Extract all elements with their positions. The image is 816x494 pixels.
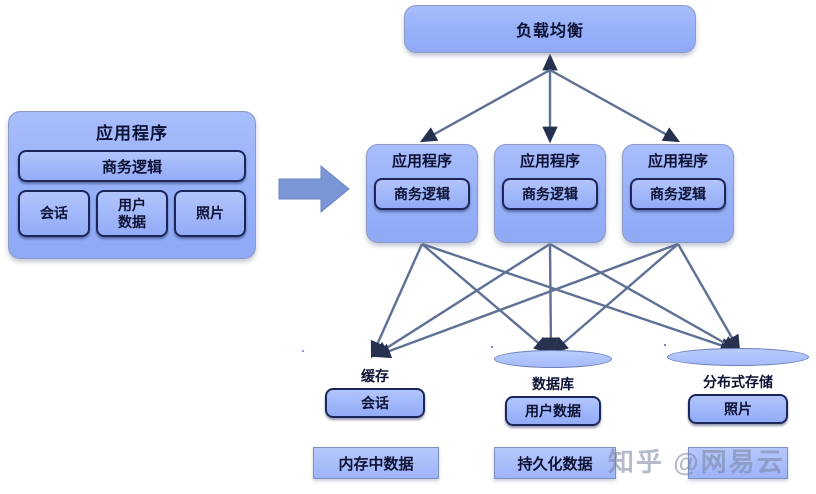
app-server-box-3: 应用程序 商务逻辑 [622, 144, 734, 243]
app-storage-mesh [370, 242, 741, 359]
distributed-storage-store: 分布式存储 照片 [664, 344, 812, 444]
app-server-box-1: 应用程序 商务逻辑 [366, 144, 478, 243]
monolith-title: 应用程序 [96, 124, 168, 143]
monolith-component-photo-label: 照片 [196, 205, 224, 222]
database-cylinder-top [494, 350, 612, 368]
app-server-box-2: 应用程序 商务逻辑 [494, 144, 606, 243]
database-store: 数据库 用户数据 [491, 346, 615, 444]
database-caption: 持久化数据 [494, 447, 616, 479]
cache-title: 缓存 [361, 368, 389, 384]
load-balancer-title: 负载均衡 [515, 23, 584, 40]
monolith-component-session-label: 会话 [40, 205, 68, 222]
database-cylinder-shape [491, 346, 493, 348]
cache-store: 缓存 会话 [302, 350, 448, 442]
app-server-3-title: 应用程序 [647, 153, 708, 170]
transform-right-arrow-icon [278, 164, 350, 214]
distributed-storage-caption [688, 447, 788, 479]
app-server-1-business-logic: 商务逻辑 [374, 178, 470, 210]
monolith-components-row: 会话 用户数据 照片 [18, 190, 246, 237]
cache-caption: 内存中数据 [313, 447, 439, 479]
cache-ellipse-shape [302, 350, 304, 352]
load-balancer-box: 负载均衡 [404, 5, 696, 53]
monolith-component-user-data: 用户数据 [96, 190, 168, 237]
cache-content-session: 会话 [325, 388, 425, 418]
distributed-storage-cylinder-shape [664, 344, 666, 346]
app-server-2-business-logic: 商务逻辑 [502, 178, 598, 210]
distributed-storage-title: 分布式存储 [703, 374, 773, 390]
app-server-2-title: 应用程序 [519, 153, 580, 170]
lb-fanout [419, 53, 681, 144]
monolith-business-logic-box: 商务逻辑 [18, 150, 246, 182]
monolith-application-box: 应用程序 商务逻辑 会话 用户数据 照片 [8, 111, 256, 259]
monolith-component-user-data-label: 用户数据 [118, 197, 146, 230]
distributed-storage-content-photo: 照片 [688, 394, 788, 424]
database-content-user-data: 用户数据 [505, 396, 601, 426]
distributed-storage-cylinder-top [667, 348, 809, 366]
database-title: 数据库 [532, 376, 574, 392]
app-server-3-business-logic: 商务逻辑 [630, 178, 726, 210]
monolith-component-session: 会话 [18, 190, 90, 237]
app-server-1-title: 应用程序 [391, 153, 452, 170]
monolith-component-photo: 照片 [174, 190, 246, 237]
